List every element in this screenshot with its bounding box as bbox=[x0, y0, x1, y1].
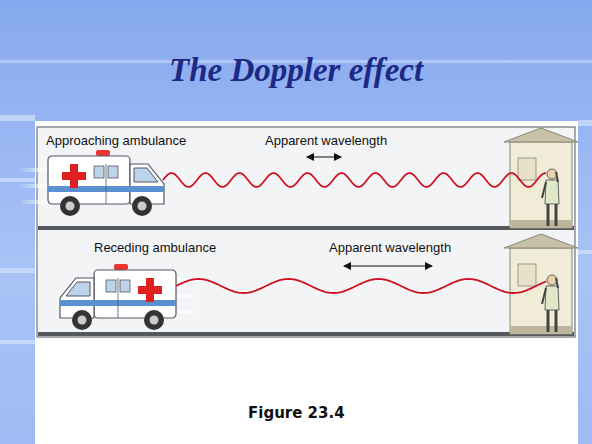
scene-label: Approaching ambulance bbox=[44, 133, 188, 148]
sound-wave bbox=[176, 279, 546, 293]
figure-caption: Figure 23.4 bbox=[248, 404, 345, 422]
sound-wave bbox=[163, 173, 546, 187]
scene-label: Apparent wavelength bbox=[327, 240, 453, 255]
scene-label: Receding ambulance bbox=[92, 240, 218, 255]
scene-label: Apparent wavelength bbox=[263, 133, 389, 148]
slide-title: The Doppler effect bbox=[169, 52, 423, 89]
